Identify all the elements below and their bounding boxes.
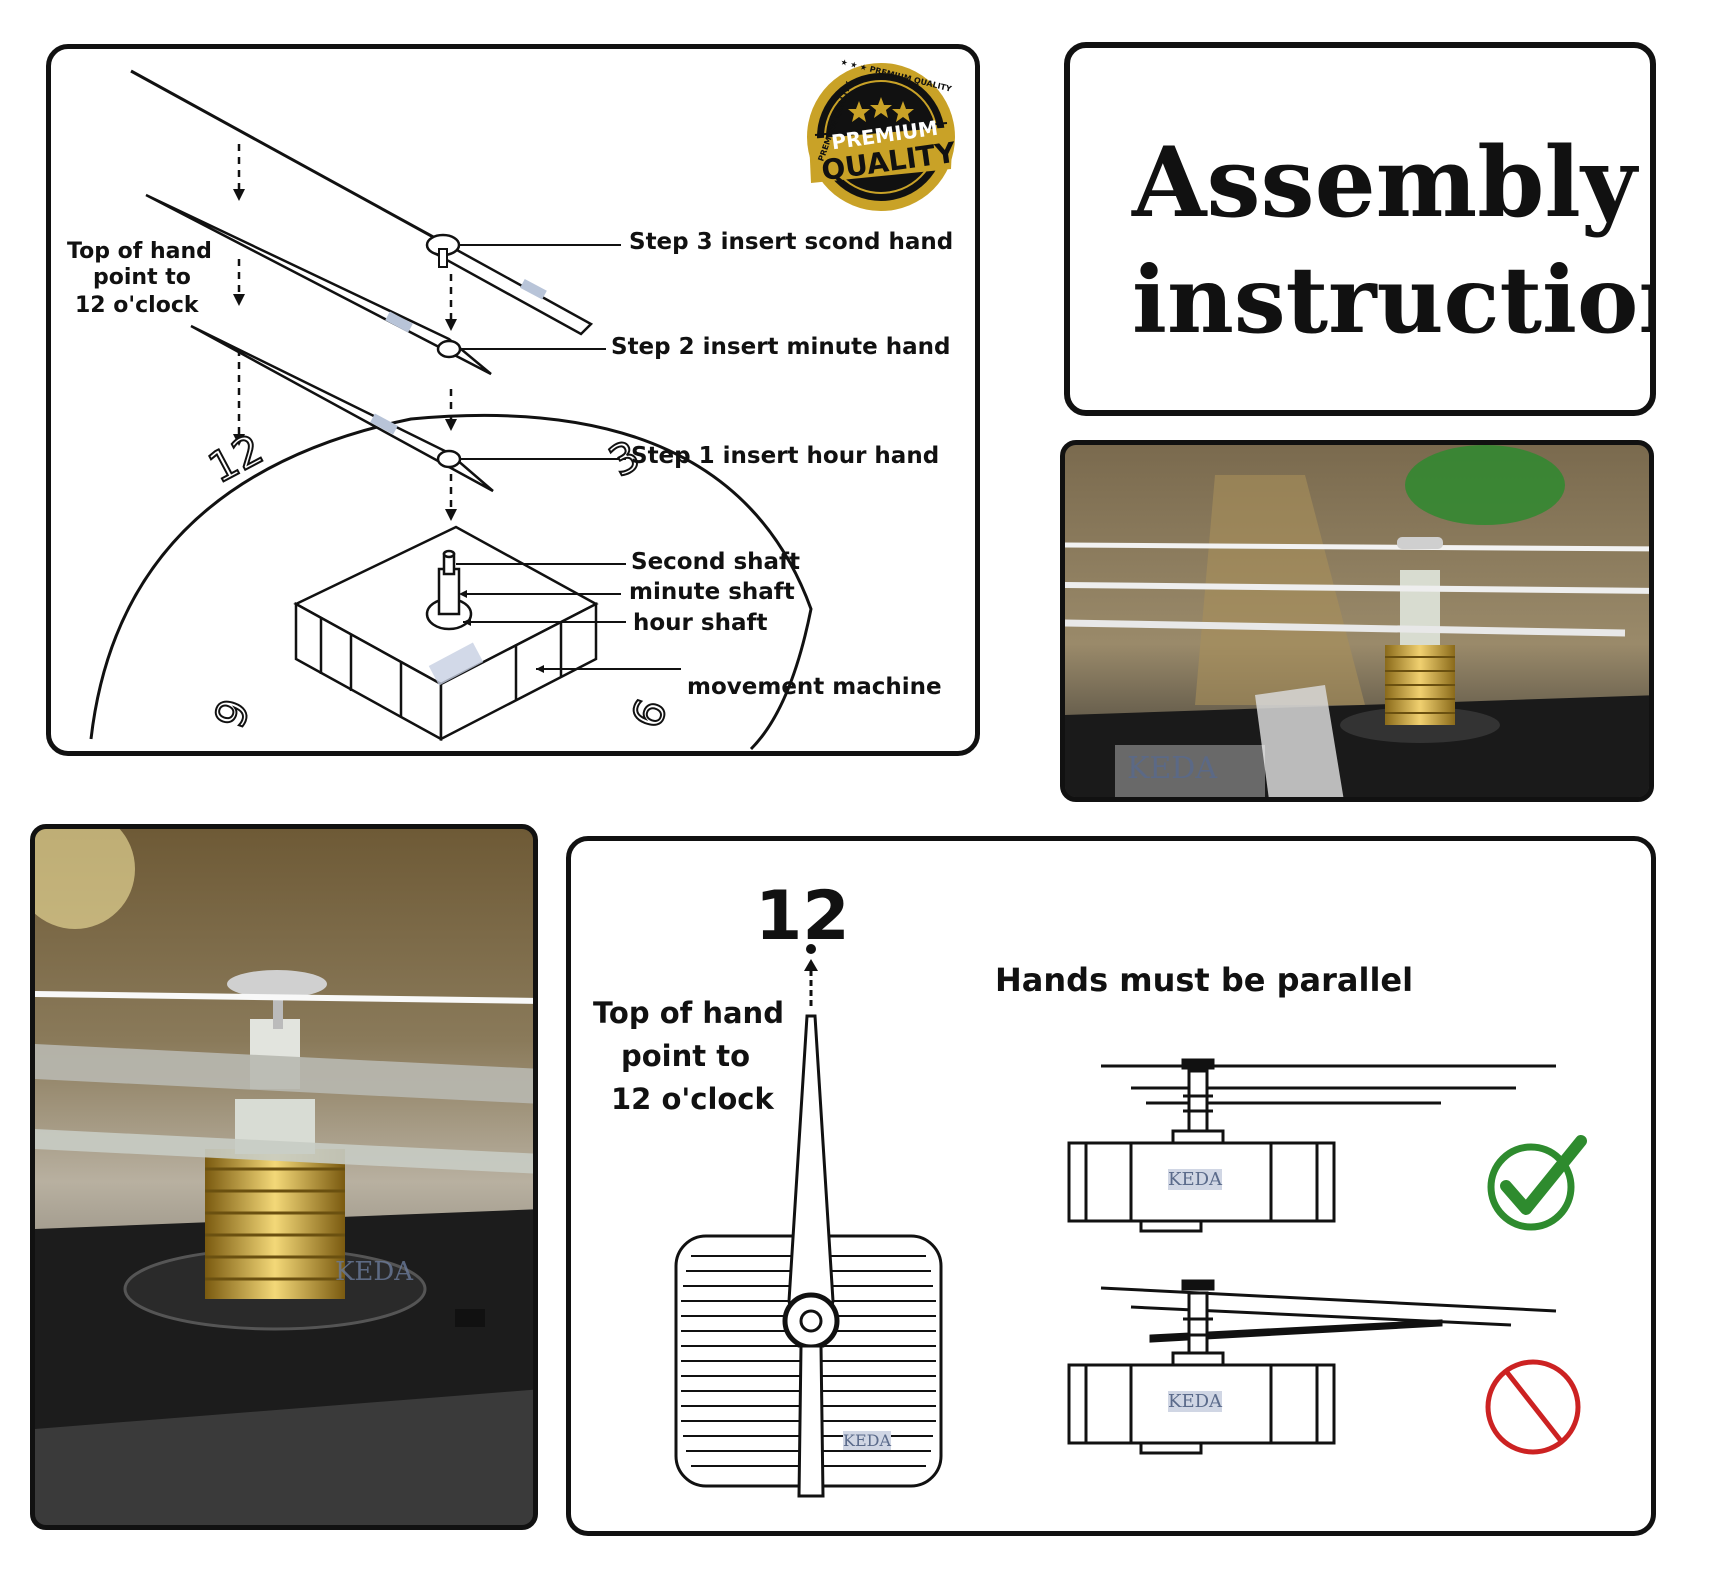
top-of-hand-label-line2: point to [93, 265, 191, 290]
parallel-hands-drawing [674, 944, 1587, 1498]
parallel-top-of-hand-line3: 12 o'clock [611, 1082, 774, 1116]
parallel-top-of-hand-line1: Top of hand [593, 996, 784, 1030]
brand-watermark-right: KEDA [1127, 751, 1218, 786]
top-of-hand-label-line3: 12 o'clock [75, 293, 199, 318]
parallel-hands-wrong-drawing [1067, 1279, 1557, 1455]
prohibited-icon [1485, 1359, 1581, 1455]
clock-dial-outline [89, 413, 813, 751]
second-hand [130, 69, 447, 246]
brand-watermark-left: KEDA [335, 1257, 414, 1287]
step3-label: Step 3 insert scond hand [629, 229, 954, 255]
parallel-top-of-hand-line2: point to [621, 1039, 751, 1073]
check-mark-icon [1487, 1135, 1587, 1231]
minute-shaft-label: minute shaft [629, 579, 795, 605]
assembled-hands-photo-large: KEDA [30, 824, 538, 1530]
hour-shaft-label: hour shaft [633, 610, 768, 636]
assembled-hands-photo-small: KEDA [1060, 440, 1654, 802]
title-panel: Assembly instructions [1064, 42, 1656, 416]
assembly-diagram-panel: 12 3 9 6 Top of hand point to 12 o'clock… [46, 44, 980, 756]
movement-machine-drawing [293, 525, 599, 742]
title-line-1: Assembly [1132, 126, 1637, 239]
hands-must-be-parallel-heading: Hands must be parallel [995, 961, 1414, 999]
top-of-hand-label-line1: Top of hand [67, 239, 212, 264]
step1-label: Step 1 insert hour hand [631, 443, 940, 469]
second-shaft-label: Second shaft [631, 549, 801, 575]
step2-label: Step 2 insert minute hand [611, 334, 951, 360]
assembly-diagram-drawing [89, 69, 813, 751]
number-12-label: 12 [755, 877, 850, 956]
movement-machine-label: movement machine [687, 674, 942, 700]
brand-watermark-correct: KEDA [1168, 1169, 1223, 1190]
brand-watermark-wrong: KEDA [1168, 1391, 1223, 1412]
parallel-hands-panel: 12 Top of hand point to 12 o'clock Hands… [566, 836, 1656, 1536]
parallel-hands-correct-drawing [1067, 1058, 1556, 1233]
premium-quality-badge: ★ ★ ★ PREMIUM QUALITY PREMIUM QUALITY PR… [801, 57, 961, 217]
title-line-2: instructions [1132, 246, 1650, 354]
hour-hand [190, 324, 494, 493]
brand-watermark-movement: KEDA [843, 1431, 892, 1450]
